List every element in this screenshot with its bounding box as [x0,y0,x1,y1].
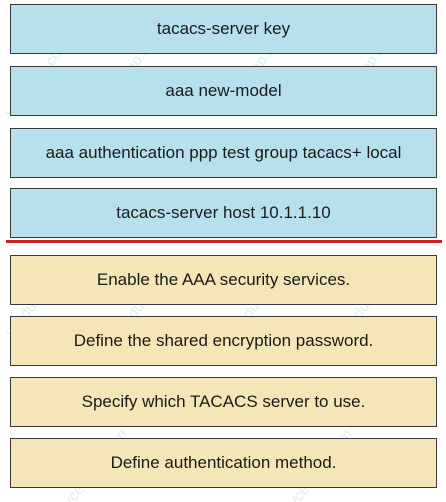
description-box-enable-aaa[interactable]: Enable the AAA security services. [10,255,437,305]
command-box-tacacs-server-key[interactable]: tacacs-server key [10,4,437,54]
description-box-auth-method[interactable]: Define authentication method. [10,438,437,488]
command-box-aaa-authentication[interactable]: aaa authentication ppp test group tacacs… [10,128,437,178]
command-box-aaa-new-model[interactable]: aaa new-model [10,66,437,116]
description-box-tacacs-server[interactable]: Specify which TACACS server to use. [10,377,437,427]
red-divider [6,240,442,243]
description-box-shared-password[interactable]: Define the shared encryption password. [10,316,437,366]
command-box-tacacs-server-host[interactable]: tacacs-server host 10.1.1.10 [10,188,437,238]
